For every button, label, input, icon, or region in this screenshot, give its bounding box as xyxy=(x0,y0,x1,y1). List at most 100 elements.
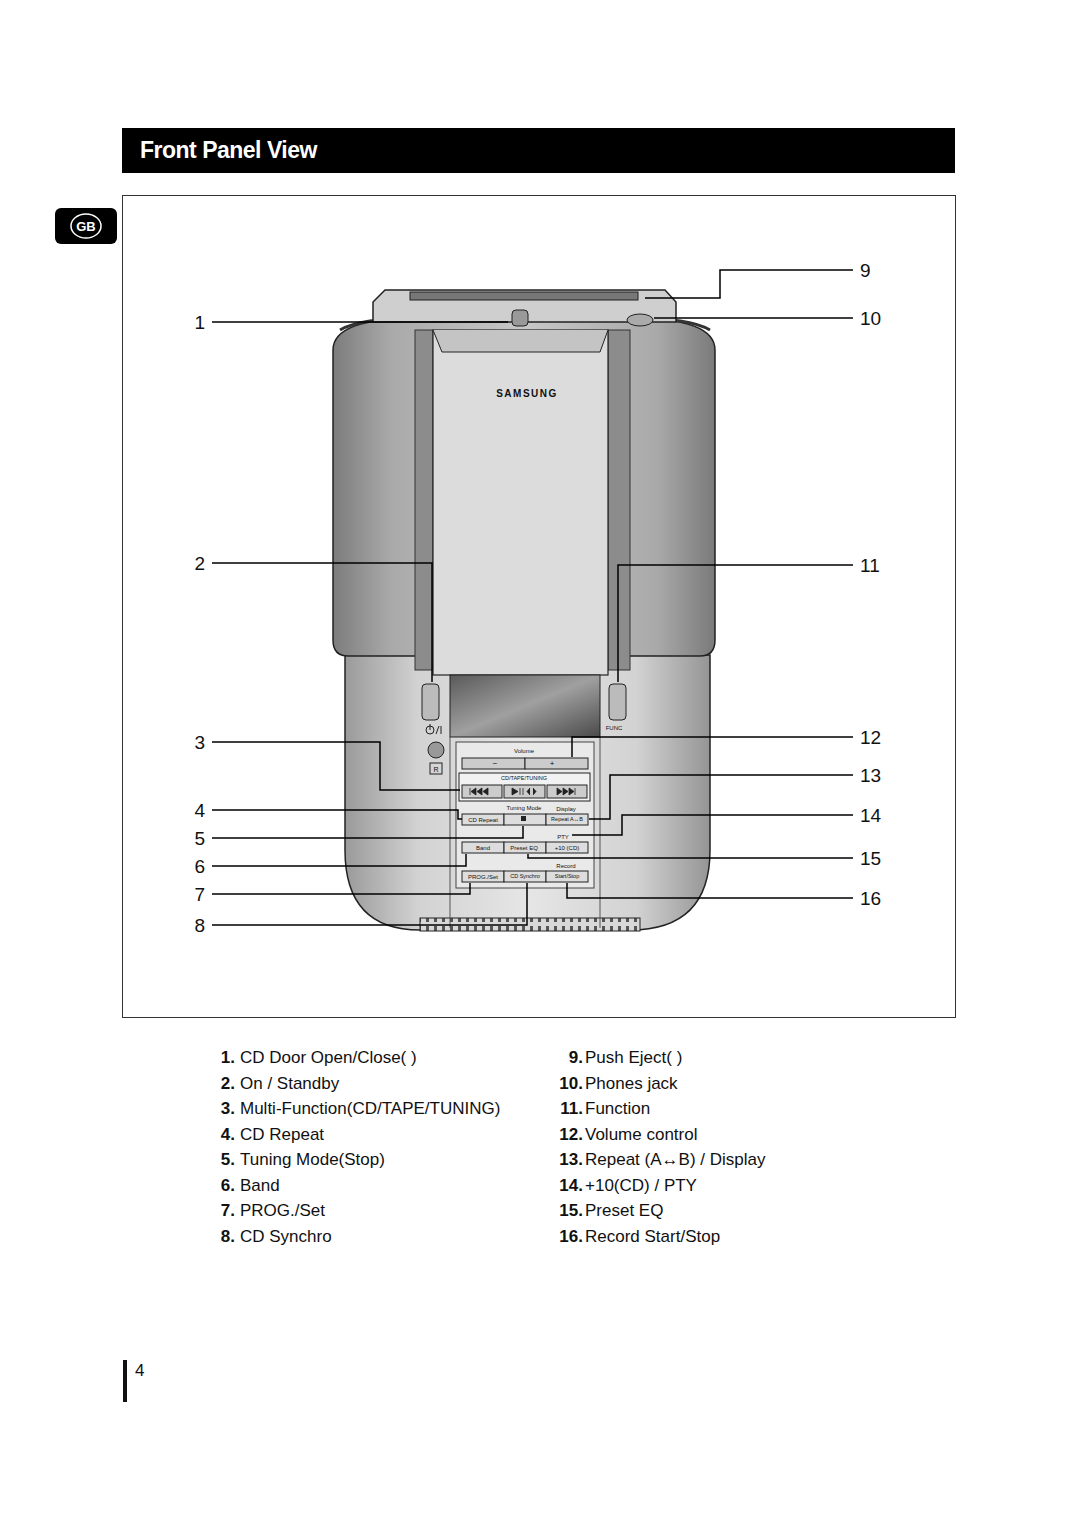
panel-text: + xyxy=(550,760,555,768)
list-number: 10. xyxy=(559,1075,583,1092)
list-number: 9. xyxy=(569,1049,583,1066)
repeat-button xyxy=(546,814,588,825)
groove xyxy=(600,737,601,928)
list-text: On / Standby xyxy=(240,1075,339,1092)
panel-text: PTY xyxy=(557,834,569,840)
list-text: Band xyxy=(240,1177,280,1194)
leader-line xyxy=(589,775,853,819)
panel-text: Tuning Mode xyxy=(507,805,542,811)
callout-number: 7 xyxy=(194,885,205,904)
list-text: CD Synchro xyxy=(240,1228,332,1245)
button-panel xyxy=(456,742,594,888)
figure-frame xyxy=(123,196,956,1018)
leader-line xyxy=(572,737,853,757)
cd-repeat-button xyxy=(462,814,504,825)
page-number: 4 xyxy=(135,1362,144,1379)
list-number: 16. xyxy=(559,1228,583,1245)
panel-text: CD Repeat xyxy=(468,817,498,823)
power-symbol xyxy=(430,724,431,730)
display-window xyxy=(450,675,600,737)
door-knob xyxy=(512,310,528,326)
callout-number: 3 xyxy=(194,733,205,752)
remote-mark xyxy=(430,763,442,774)
stop-mark xyxy=(521,816,526,821)
panel-text: Record xyxy=(556,863,575,869)
list-text: +10(CD) / PTY xyxy=(585,1177,697,1194)
list-text: CD Repeat xyxy=(240,1126,324,1143)
callout-number: 4 xyxy=(194,801,205,820)
callout-number: 15 xyxy=(860,849,881,868)
panel-text: CD Synchro xyxy=(510,874,540,880)
tuning-mode-button xyxy=(504,814,546,825)
leader-line xyxy=(212,810,462,819)
leader-line xyxy=(212,854,466,866)
panel-text: PROG./Set xyxy=(468,874,498,880)
play-pause-button xyxy=(504,785,545,798)
list-text: Push Eject( ) xyxy=(585,1049,682,1066)
band-button xyxy=(462,842,504,853)
cd-door xyxy=(433,330,608,675)
panel-text: Repeat A↔B xyxy=(551,817,583,823)
list-number: 14. xyxy=(559,1177,583,1194)
brand-logo: SAMSUNG xyxy=(496,389,558,399)
leader-line xyxy=(212,742,460,790)
callout-number: 11 xyxy=(860,556,880,575)
panel-text: Preset EQ xyxy=(510,845,538,851)
side-strip xyxy=(415,330,433,670)
list-number: 3. xyxy=(221,1100,235,1117)
callout-number: 13 xyxy=(860,766,881,785)
prog-set-button xyxy=(462,871,504,882)
title-text: Front Panel View xyxy=(140,137,317,164)
panel-text: Display xyxy=(556,806,576,812)
cd-door-top xyxy=(433,330,608,352)
skip-back-button xyxy=(462,785,502,798)
list-text: Phones jack xyxy=(585,1075,678,1092)
callout-number: 8 xyxy=(194,916,205,935)
panel-text: Volume xyxy=(514,748,534,754)
standby-button xyxy=(422,684,439,720)
list-text: Preset EQ xyxy=(585,1202,663,1219)
skip-forward-button xyxy=(547,785,587,798)
callout-number: 16 xyxy=(860,889,881,908)
leader-line xyxy=(654,317,853,319)
list-number: 12. xyxy=(559,1126,583,1143)
plus10-button xyxy=(546,842,588,853)
list-number: 13. xyxy=(559,1151,583,1168)
skip-forward-icon xyxy=(557,788,575,795)
list-text: Volume control xyxy=(585,1126,697,1143)
list-number: 6. xyxy=(221,1177,235,1194)
callout-number: 10 xyxy=(860,309,881,328)
volume-down-button xyxy=(462,758,525,769)
groove xyxy=(450,737,451,928)
leader-line xyxy=(212,563,432,682)
badge-text: GB xyxy=(76,219,96,234)
leader-line xyxy=(645,270,853,298)
list-text: Multi-Function(CD/TAPE/TUNING) xyxy=(240,1100,500,1117)
list-text: Tuning Mode(Stop) xyxy=(240,1151,385,1168)
function-button xyxy=(609,684,626,720)
play-pause-icon xyxy=(512,788,536,795)
panel-text: FUNC xyxy=(606,725,623,731)
language-badge: GB xyxy=(55,208,117,244)
list-text: CD Door Open/Close( ) xyxy=(240,1049,417,1066)
volume-up-button xyxy=(525,758,588,769)
callout-number: 12 xyxy=(860,728,881,747)
power-symbol xyxy=(436,726,439,734)
callout-number: 9 xyxy=(860,261,871,280)
leader-line xyxy=(567,883,853,898)
panel-text: CD/TAPE/TUNING xyxy=(501,776,547,782)
leader-line xyxy=(528,854,853,858)
list-text: Function xyxy=(585,1100,650,1117)
callout-number: 1 xyxy=(194,313,205,332)
list-number: 11. xyxy=(560,1100,583,1117)
panel-text: Band xyxy=(476,845,490,851)
cd-synchro-button xyxy=(504,871,546,882)
list-number: 2. xyxy=(221,1075,235,1092)
list-number: 7. xyxy=(221,1202,235,1219)
panel-text: − xyxy=(493,760,498,768)
remote-sensor xyxy=(428,742,444,758)
list-number: 8. xyxy=(221,1228,235,1245)
drawer-slot xyxy=(410,292,638,300)
callout-number: 5 xyxy=(194,829,205,848)
